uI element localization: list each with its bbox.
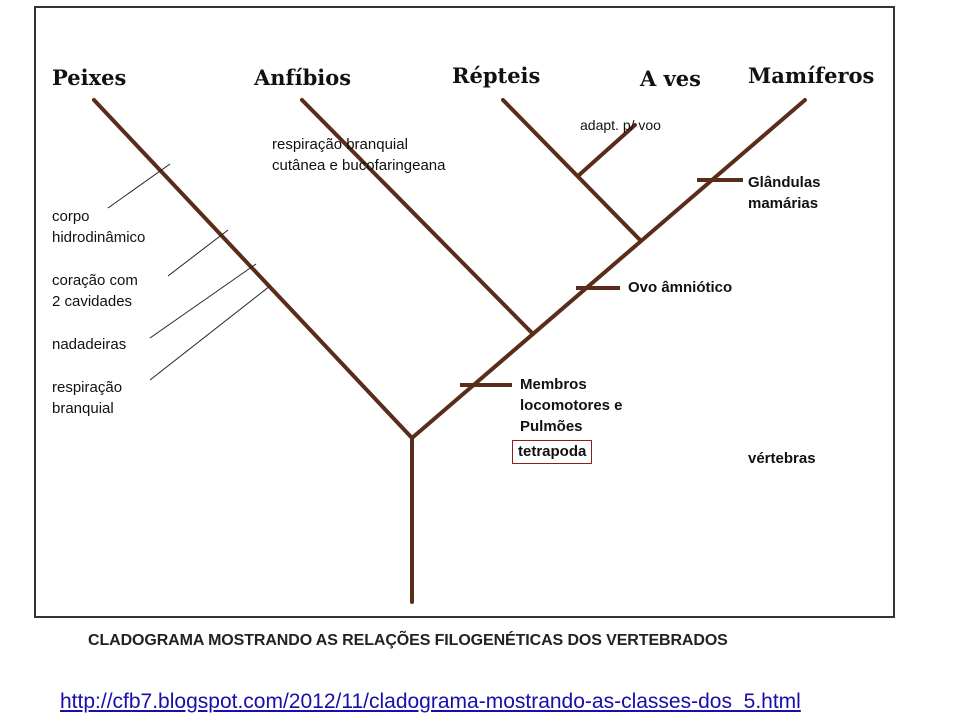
- label-respiracao-cutanea: respiração branquial cutânea e bucofarin…: [272, 136, 446, 174]
- diagram-caption: CLADOGRAMA MOSTRANDO AS RELAÇÕES FILOGEN…: [88, 632, 728, 649]
- pointer-respiracao: [149, 285, 271, 381]
- diagram-frame: [34, 6, 895, 618]
- label-glandulas-mamarias: Glândulas mamárias: [748, 174, 821, 212]
- branch-tetrapoda-mamiferos: [410, 98, 807, 440]
- taxon-aves: A ves: [640, 66, 701, 91]
- taxon-mamiferos: Mamíferos: [748, 63, 875, 88]
- pointer-nadadeiras: [149, 263, 257, 339]
- pointer-corpo: [107, 163, 171, 209]
- label-tetrapoda: tetrapoda: [512, 440, 593, 464]
- source-link[interactable]: http://cfb7.blogspot.com/2012/11/cladogr…: [60, 690, 801, 713]
- label-nadadeiras: nadadeiras: [52, 336, 127, 353]
- branch-peixes: [92, 98, 414, 440]
- taxon-repteis: Répteis: [452, 63, 541, 88]
- label-adaptacao-voo: adapt. p/ voo: [580, 117, 661, 133]
- taxon-peixes: Peixes: [52, 65, 127, 90]
- branch-repteis: [501, 98, 643, 243]
- label-respiracao-branquial: respiração branquial: [52, 379, 123, 417]
- label-corpo-hidrodinamico: corpo hidrodinâmico: [52, 208, 146, 246]
- branch-anfibios: [300, 98, 535, 336]
- taxon-anfibios: Anfíbios: [254, 65, 352, 90]
- label-coracao-cavidades: coração com 2 cavidades: [52, 272, 138, 310]
- label-ovo-amniotico: Ovo âmniótico: [628, 279, 733, 296]
- pointer-coracao: [167, 229, 229, 277]
- label-membros-pulmoes: Membros locomotores e Pulmões: [520, 376, 623, 435]
- branch-aves: [576, 123, 637, 178]
- label-vertebras: vértebras: [748, 450, 816, 467]
